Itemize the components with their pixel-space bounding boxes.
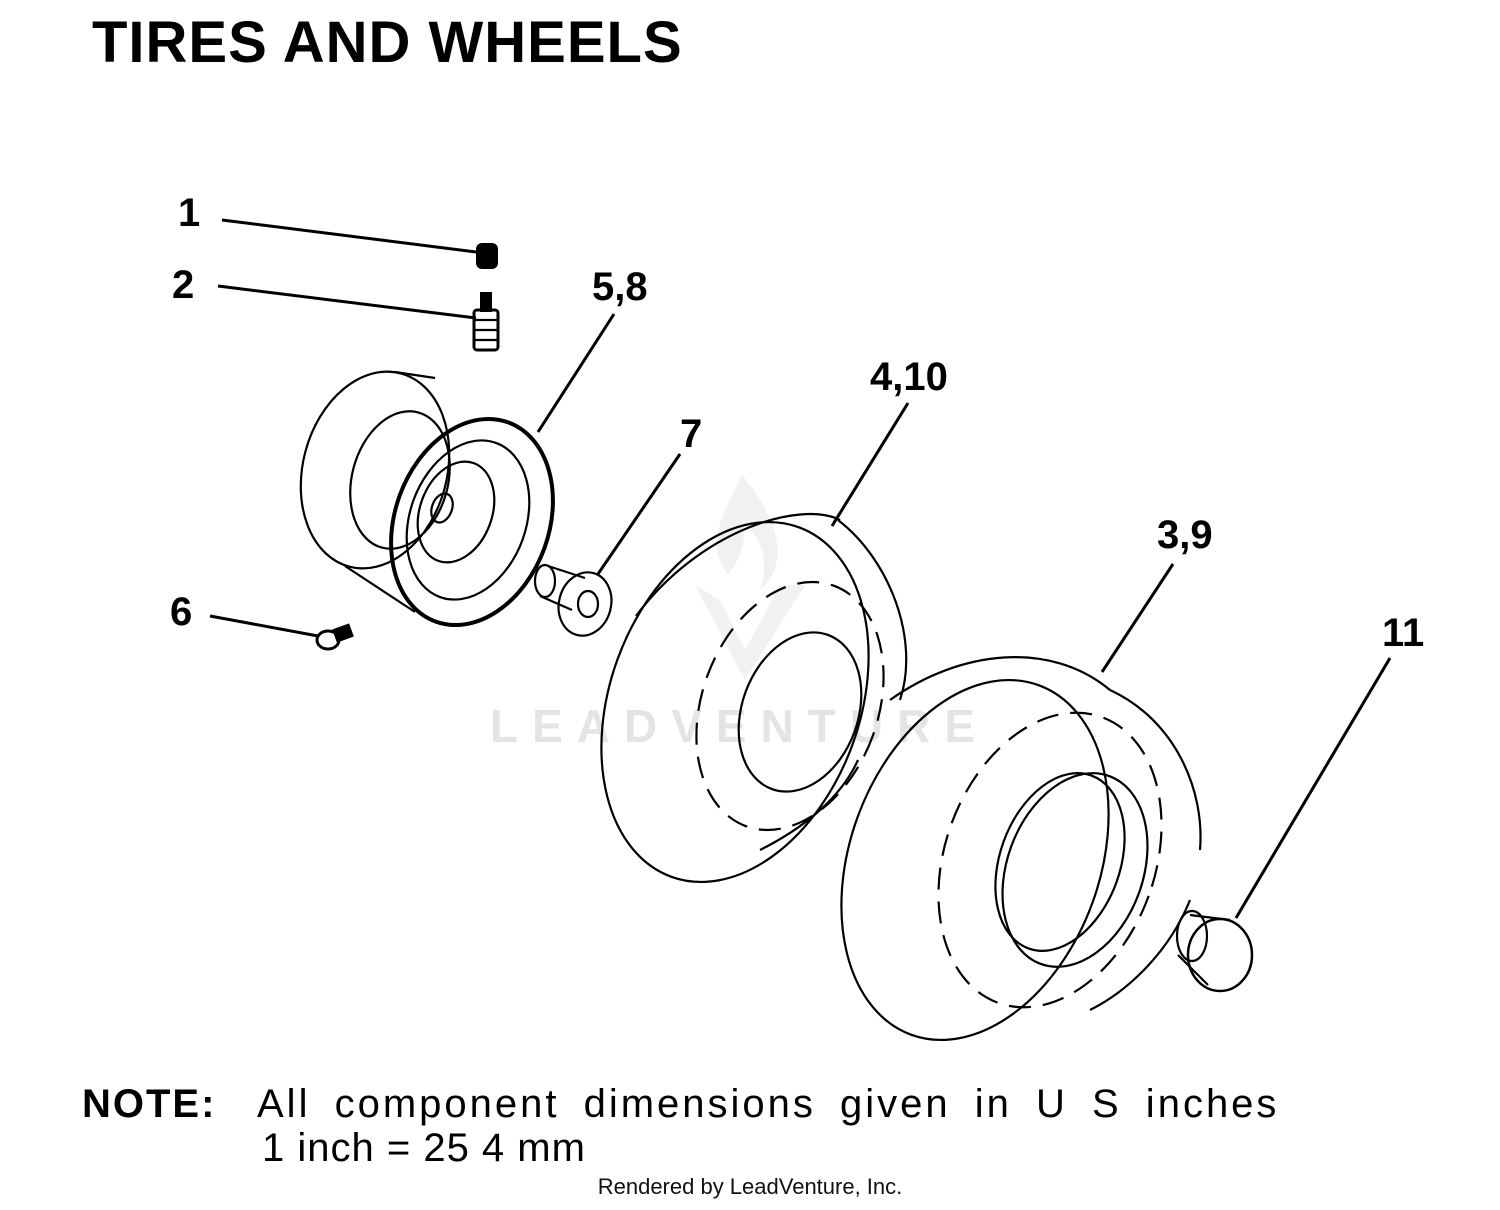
watermark-text: LEADVENTURE <box>490 700 989 752</box>
leader-line-5-8 <box>536 313 616 433</box>
part-front-tire <box>600 513 908 884</box>
callout-2: 2 <box>172 263 194 307</box>
note-label: NOTE: <box>82 1082 217 1126</box>
leader-line-7 <box>596 453 682 575</box>
callout-3-9: 3,9 <box>1157 513 1213 557</box>
callout-4-10: 4,10 <box>870 355 948 399</box>
note-text-1: All component dimensions given in U S in… <box>257 1082 1280 1126</box>
part-rear-tire <box>840 656 1202 1042</box>
diagram-title: TIRES AND WHEELS <box>92 10 683 75</box>
leader-line-2 <box>217 284 477 320</box>
watermark-logo <box>695 475 805 680</box>
callout-1: 1 <box>178 191 200 235</box>
part-wheel-rim <box>299 370 555 628</box>
part-valve-stem <box>472 292 500 352</box>
part-hub-cap <box>1175 909 1254 993</box>
callout-7: 7 <box>680 412 702 456</box>
leader-line-4-10 <box>830 402 910 527</box>
note-line-1: NOTE: All component dimensions given in U… <box>82 1082 1279 1126</box>
part-lug-bolt <box>315 623 354 651</box>
callout-5-8: 5,8 <box>592 265 648 309</box>
callout-6: 6 <box>170 590 192 634</box>
leader-line-6 <box>209 614 319 638</box>
note-text-2: 1 inch = 25 4 mm <box>262 1126 586 1170</box>
leader-line-1 <box>221 218 477 254</box>
leader-line-11 <box>1234 657 1392 919</box>
part-bushing <box>533 563 613 637</box>
dimension-note: NOTE: All component dimensions given in U… <box>82 1082 1279 1170</box>
leader-line-3-9 <box>1100 563 1175 673</box>
part-valve-cap <box>476 243 498 269</box>
callout-11: 11 <box>1382 611 1424 655</box>
rendered-by-footer: Rendered by LeadVenture, Inc. <box>597 1174 903 1199</box>
